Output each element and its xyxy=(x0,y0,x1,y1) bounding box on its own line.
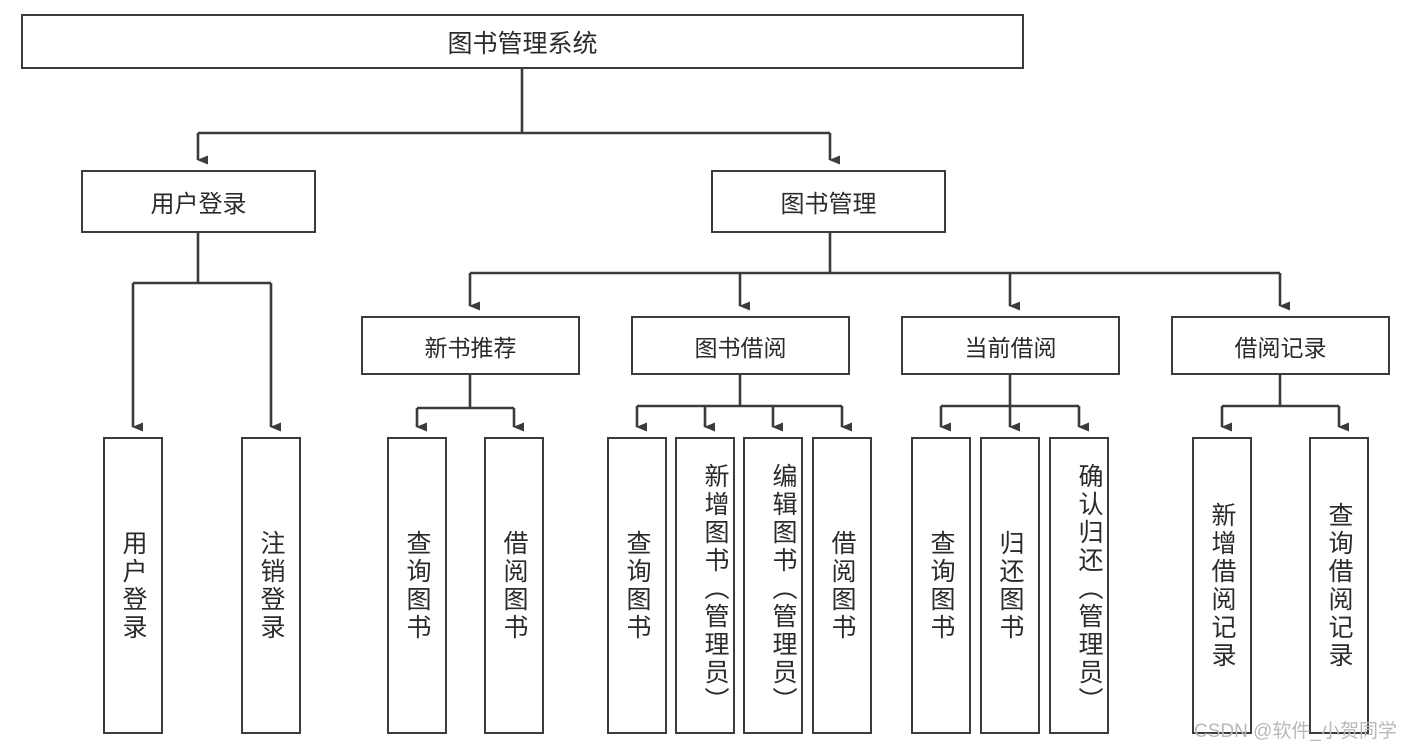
node-current-borrow[interactable]: 当前借阅 xyxy=(901,316,1120,375)
leaf-user-login-label: 用户登录 xyxy=(119,529,147,642)
node-borrow-record[interactable]: 借阅记录 xyxy=(1171,316,1390,375)
node-book-borrow-label: 图书借阅 xyxy=(694,334,787,361)
leaf-edit-book-admin-label: 编辑图书（管理员） xyxy=(769,462,797,715)
node-book-borrow[interactable]: 图书借阅 xyxy=(631,316,850,375)
leaf-confirm-return-admin[interactable]: 确认归还（管理员） xyxy=(1049,437,1109,734)
node-user-login[interactable]: 用户登录 xyxy=(81,170,316,233)
node-root-label: 图书管理系统 xyxy=(447,29,598,58)
leaf-query-borrow-record[interactable]: 查询借阅记录 xyxy=(1309,437,1369,734)
leaf-query-book-borrow-label: 查询图书 xyxy=(623,529,651,642)
leaf-query-book-borrow[interactable]: 查询图书 xyxy=(607,437,667,734)
node-root[interactable]: 图书管理系统 xyxy=(21,14,1024,69)
watermark: CSDN @软件_小贺同学 xyxy=(1194,721,1397,742)
leaf-query-book-current-label: 查询图书 xyxy=(927,529,955,642)
leaf-confirm-return-admin-label: 确认归还（管理员） xyxy=(1075,462,1103,715)
leaf-add-borrow-record[interactable]: 新增借阅记录 xyxy=(1192,437,1252,734)
node-book-management[interactable]: 图书管理 xyxy=(711,170,946,233)
leaf-logout[interactable]: 注销登录 xyxy=(241,437,301,734)
node-book-management-label: 图书管理 xyxy=(780,191,877,218)
leaf-edit-book-admin[interactable]: 编辑图书（管理员） xyxy=(743,437,803,734)
leaf-query-book-recommend[interactable]: 查询图书 xyxy=(387,437,447,734)
leaf-user-login[interactable]: 用户登录 xyxy=(103,437,163,734)
leaf-return-book[interactable]: 归还图书 xyxy=(980,437,1040,734)
leaf-borrow-book[interactable]: 借阅图书 xyxy=(812,437,872,734)
leaf-query-book-current[interactable]: 查询图书 xyxy=(911,437,971,734)
node-new-book-recommend[interactable]: 新书推荐 xyxy=(361,316,580,375)
leaf-borrow-book-recommend-label: 借阅图书 xyxy=(500,529,528,642)
node-borrow-record-label: 借阅记录 xyxy=(1234,334,1327,361)
node-current-borrow-label: 当前借阅 xyxy=(964,334,1057,361)
leaf-query-book-recommend-label: 查询图书 xyxy=(403,529,431,642)
leaf-add-book-admin-label: 新增图书（管理员） xyxy=(701,462,729,715)
leaf-query-borrow-record-label: 查询借阅记录 xyxy=(1325,501,1353,670)
leaf-add-book-admin[interactable]: 新增图书（管理员） xyxy=(675,437,735,734)
node-new-book-recommend-label: 新书推荐 xyxy=(424,334,517,361)
leaf-borrow-book-label: 借阅图书 xyxy=(828,529,856,642)
leaf-return-book-label: 归还图书 xyxy=(996,529,1024,642)
leaf-borrow-book-recommend[interactable]: 借阅图书 xyxy=(484,437,544,734)
leaf-logout-label: 注销登录 xyxy=(257,529,285,642)
leaf-add-borrow-record-label: 新增借阅记录 xyxy=(1208,501,1236,670)
node-user-login-label: 用户登录 xyxy=(150,191,247,218)
